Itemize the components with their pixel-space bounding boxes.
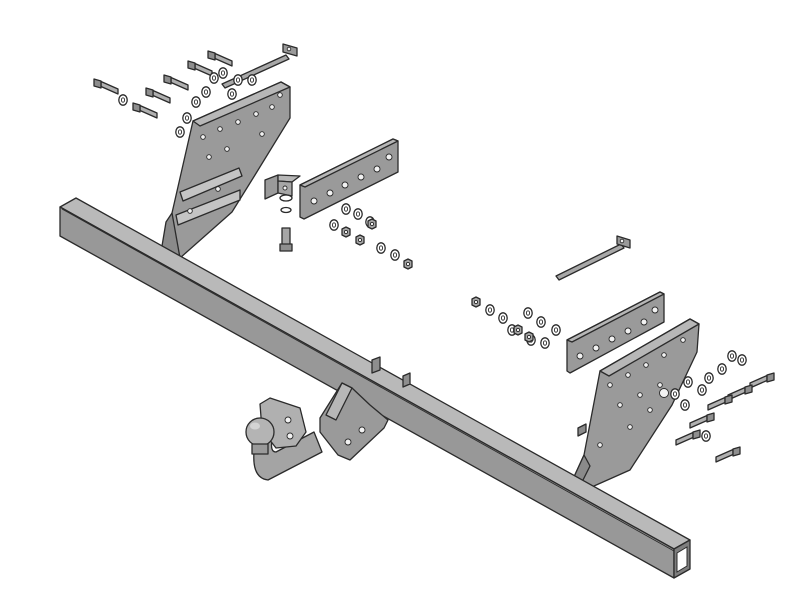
washer-hole <box>249 77 255 83</box>
bolt-shaft <box>707 396 726 411</box>
left-strap <box>221 43 298 89</box>
nut-hole <box>515 327 521 333</box>
washer-hole <box>509 327 515 333</box>
bolt-head <box>724 394 733 405</box>
washer-hole <box>235 77 241 83</box>
bolt <box>715 446 741 463</box>
washer-hole <box>729 353 735 359</box>
bolt <box>749 372 775 389</box>
washer-hole <box>706 375 712 381</box>
tow-ball <box>245 417 275 455</box>
washer-hole <box>343 206 349 212</box>
bolt-head <box>93 78 102 89</box>
washer-hole <box>538 319 544 325</box>
nut-hole <box>405 261 411 267</box>
washer-hole <box>220 70 226 76</box>
washer-hole <box>184 115 190 121</box>
right-clamp-plate <box>566 291 665 374</box>
right-mounting-bracket <box>567 318 700 495</box>
left-clamp-plate <box>299 138 399 220</box>
bolt <box>707 394 733 411</box>
bolt-head <box>706 412 715 423</box>
nut-hole <box>357 237 363 243</box>
bolt <box>187 60 213 77</box>
bolt-head <box>163 74 172 85</box>
washer-hole <box>177 129 183 135</box>
washer-hole <box>685 379 691 385</box>
bolt <box>93 78 119 95</box>
bolt <box>207 50 233 67</box>
bolt <box>132 102 158 119</box>
bolt <box>689 412 715 429</box>
bracket-holes <box>597 337 686 448</box>
bolt <box>163 74 189 91</box>
bolt-shaft <box>689 414 708 429</box>
nut-hole <box>473 299 479 305</box>
crossbar-tube <box>59 197 691 579</box>
washer-hole <box>500 315 506 321</box>
washer-hole <box>203 89 209 95</box>
washer-hole <box>719 366 725 372</box>
washer-hole <box>211 75 217 81</box>
nut-hole <box>369 221 375 227</box>
vertical-bolt <box>279 194 293 252</box>
washer-hole <box>120 97 126 103</box>
bolt-head <box>207 50 216 61</box>
washer-hole <box>487 307 493 313</box>
bolt-head <box>732 446 741 457</box>
bolt-head <box>187 60 196 71</box>
bolt-head <box>766 372 775 383</box>
washer-hole <box>542 340 548 346</box>
washer-hole <box>699 387 705 393</box>
bolt-shaft <box>100 80 119 95</box>
bolt-shaft <box>170 76 189 91</box>
washer-hole <box>525 310 531 316</box>
washer-hole <box>682 402 688 408</box>
nut-hole <box>526 334 532 340</box>
nut-hole <box>343 229 349 235</box>
washer-hole <box>331 222 337 228</box>
bolt <box>675 429 701 446</box>
bolt-shaft <box>139 104 158 119</box>
washer-hole <box>392 252 398 258</box>
hardware-group <box>93 50 775 463</box>
angle-bracket <box>264 174 301 200</box>
washer-hole <box>229 91 235 97</box>
washer-hole <box>703 433 709 439</box>
bolt-shaft <box>214 52 233 67</box>
hitch-mount-plate <box>319 356 411 461</box>
bolt-shaft <box>152 89 171 104</box>
bolt-head <box>145 87 154 98</box>
washer-hole <box>355 211 361 217</box>
bolt-shaft <box>715 448 734 463</box>
bolt-head <box>692 429 701 440</box>
bolt-shaft <box>675 431 694 446</box>
washer-hole <box>739 357 745 363</box>
right-strap <box>555 235 631 281</box>
bracket-holes <box>187 92 283 214</box>
bolt-shaft <box>194 62 213 77</box>
washer-hole <box>193 99 199 105</box>
bolt <box>145 87 171 104</box>
washer-hole <box>672 391 678 397</box>
tow-ball-neck <box>253 397 323 481</box>
bolt-head <box>132 102 141 113</box>
washer-hole <box>553 327 559 333</box>
left-mounting-bracket <box>159 81 291 259</box>
bolt-head <box>744 384 753 395</box>
washer-hole <box>378 245 384 251</box>
